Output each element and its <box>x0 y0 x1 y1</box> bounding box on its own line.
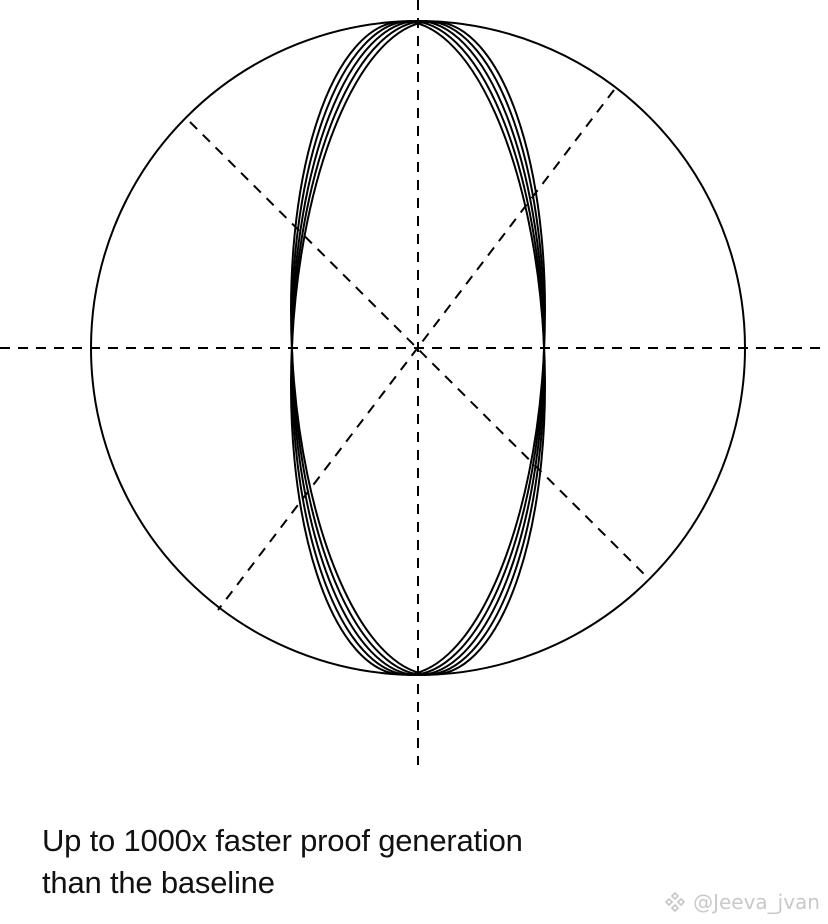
dashed-axes <box>0 0 828 765</box>
diagonal-axis-2 <box>217 89 615 611</box>
geometric-diagram <box>0 0 828 765</box>
caption-line-1: Up to 1000x faster proof generation <box>42 823 523 858</box>
watermark: @Jeeva_jvan <box>663 890 820 914</box>
binance-square-icon <box>664 891 686 913</box>
ellipse-group <box>290 20 546 676</box>
ellipse-5 <box>290 20 546 676</box>
caption: Up to 1000x faster proof generation than… <box>42 820 742 904</box>
caption-line-2: than the baseline <box>42 865 275 900</box>
watermark-handle: @Jeeva_jvan <box>693 890 820 914</box>
